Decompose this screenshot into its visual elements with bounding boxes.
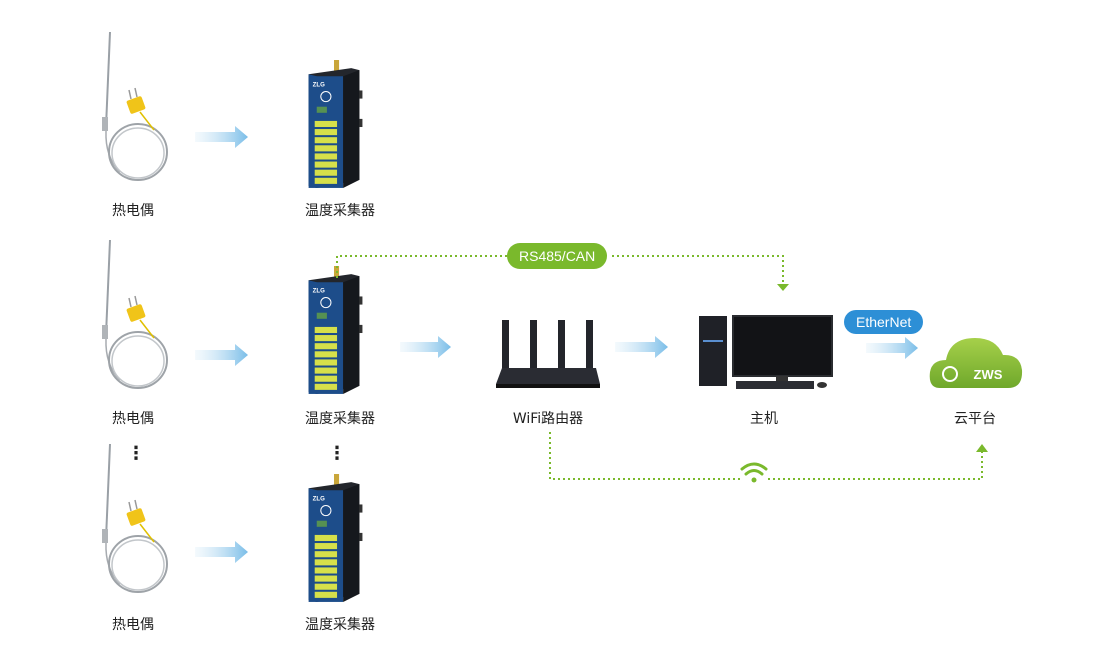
- wifi-router-image: [496, 320, 600, 388]
- flow-arrow: [866, 337, 918, 359]
- more-collectors-ellipsis: ⋮: [328, 443, 346, 464]
- wifi-icon-dot: [751, 477, 757, 483]
- host-computer-image: [699, 315, 833, 389]
- thermocouple-label: 热电偶: [112, 617, 154, 633]
- zws-logo-text: ZWS: [974, 367, 1003, 382]
- flow-arrow: [195, 541, 248, 563]
- flow-arrow: [615, 336, 668, 358]
- ethernet-badge: EtherNet: [844, 310, 924, 334]
- flow-arrow: [195, 126, 248, 148]
- cloud-platform-label: 云平台: [954, 411, 996, 427]
- thermocouple-label: 热电偶: [112, 203, 154, 219]
- flow-arrow: [400, 336, 451, 358]
- thermocouple-image-1: [101, 32, 168, 181]
- flow-arrow: [195, 344, 248, 366]
- thermocouple-label: 热电偶: [112, 411, 154, 427]
- host-label: 主机: [750, 411, 778, 427]
- collector-label: 温度采集器: [305, 411, 375, 427]
- temperature-collector-image-1: [308, 60, 363, 189]
- temperature-collector-image-3: [308, 474, 363, 603]
- wifi-icon: [740, 462, 768, 476]
- rs485-link-line: [336, 255, 784, 284]
- rs485-can-badge: RS485/CAN: [507, 243, 608, 269]
- router-label: WiFi路由器: [512, 411, 584, 427]
- thermocouple-image-3: [101, 444, 168, 593]
- arrow-down-icon: [777, 284, 789, 291]
- more-sensors-ellipsis: ⋮: [127, 443, 145, 464]
- zws-cloud-icon: [929, 338, 1023, 388]
- collector-label: 温度采集器: [305, 617, 375, 633]
- temperature-collector-image-2: [308, 266, 363, 395]
- collector-label: 温度采集器: [305, 203, 375, 219]
- thermocouple-image-2: [101, 240, 168, 389]
- arrow-up-icon: [976, 444, 988, 452]
- wifi-link-line: [549, 432, 983, 480]
